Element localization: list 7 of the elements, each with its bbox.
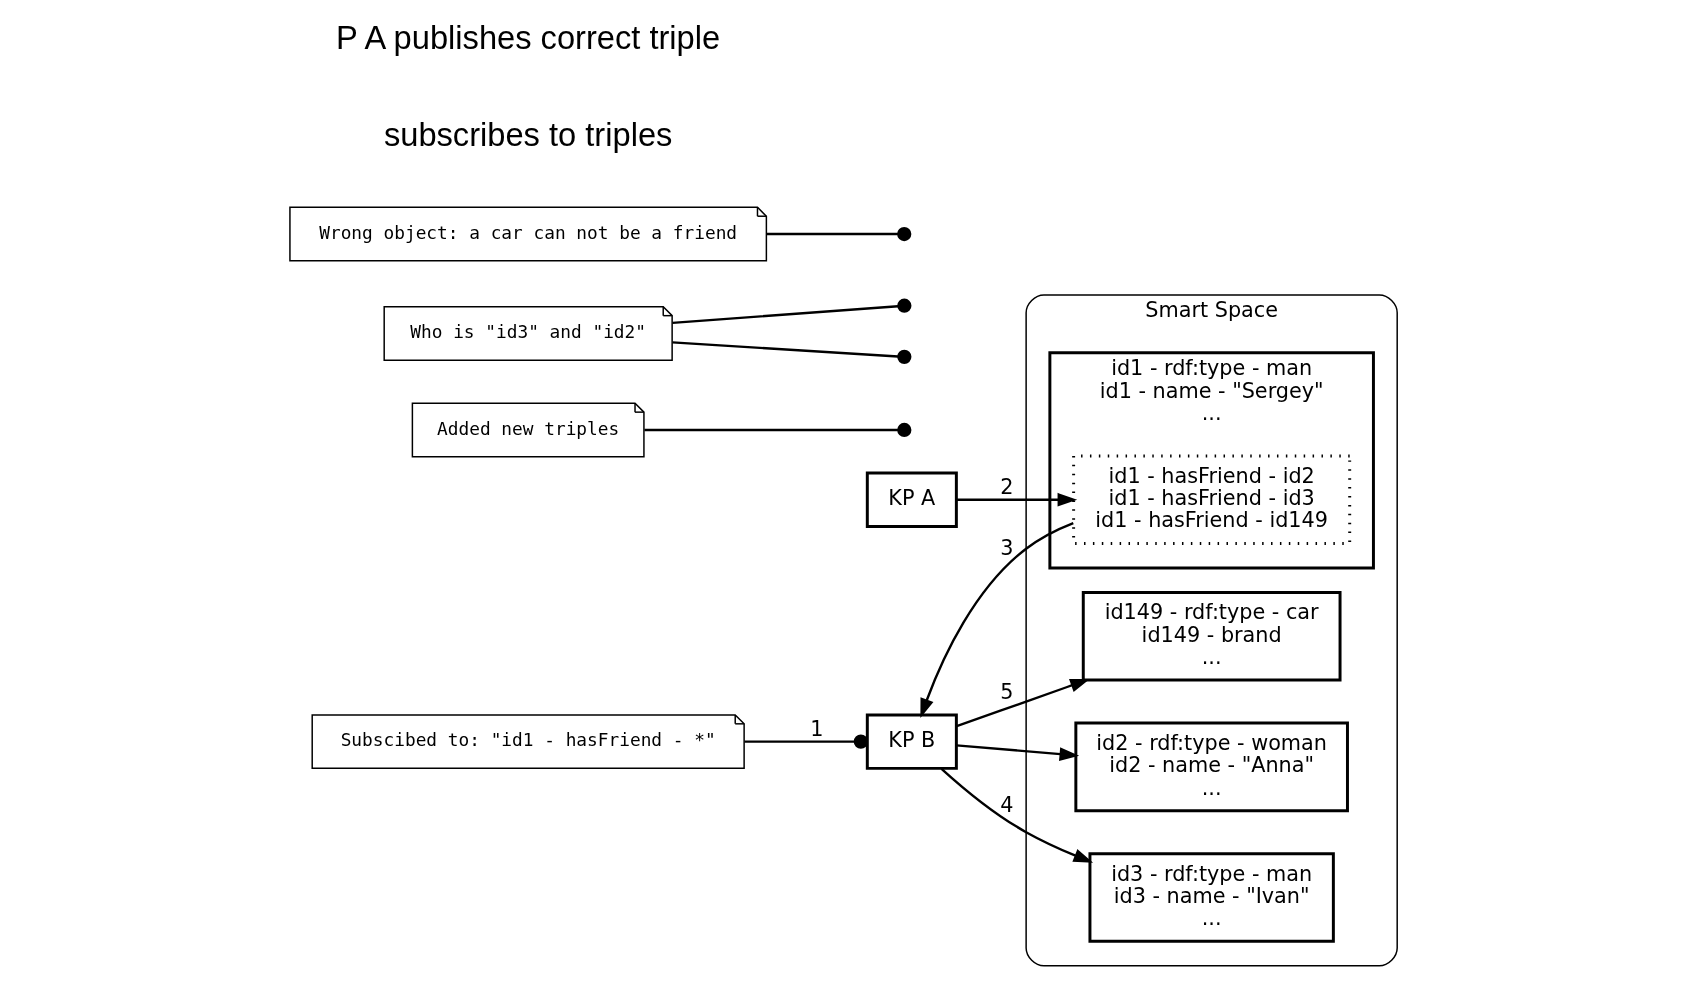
edge-label: 5 [999,679,1013,704]
edge-label: 4 [999,792,1013,817]
edge-label: 3 [999,535,1013,560]
edge-label: 1 [809,717,823,741]
edge-label: 2 [999,475,1013,500]
label: subscribes to triples [383,115,672,153]
label: P A publishes correct triple [335,19,720,57]
